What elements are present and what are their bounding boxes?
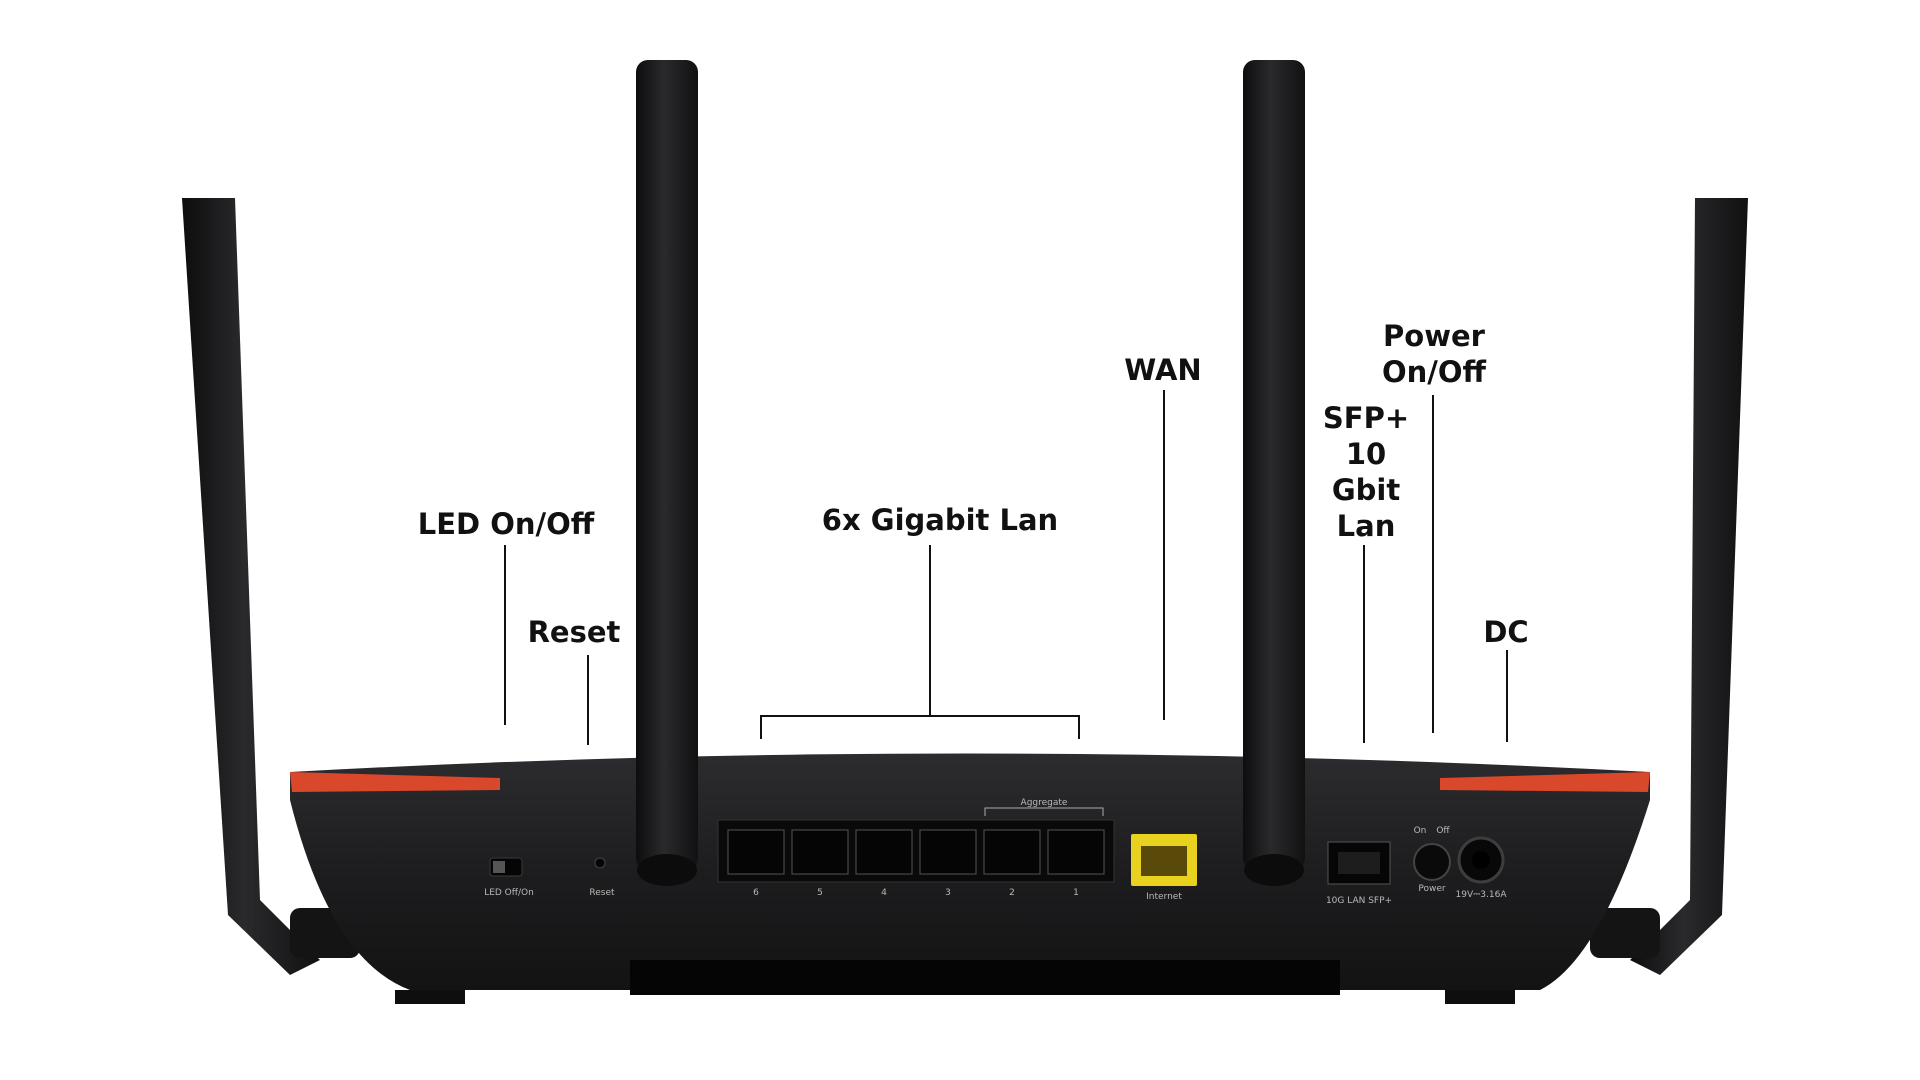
wan-leader-line <box>1163 390 1165 720</box>
dc-rating-label: 19V⎓3.16A <box>1455 890 1507 900</box>
sfp-callout-line4: Lan <box>1336 509 1396 543</box>
led-switch-label: LED Off/On <box>484 888 534 898</box>
reset-pinhole <box>594 857 606 869</box>
lan-ports <box>727 829 1105 875</box>
lan-port-block <box>717 807 1115 883</box>
wan-port <box>1131 834 1197 886</box>
sfp-callout: SFP+ 10 Gbit Lan <box>1323 400 1409 544</box>
power-leader-line <box>1432 395 1434 733</box>
reset-callout: Reset <box>527 615 621 649</box>
off-label: Off <box>1436 826 1450 836</box>
power-button <box>1413 843 1451 881</box>
aggregate-label: Aggregate <box>1020 798 1068 808</box>
sfp-callout-line3: Gbit <box>1331 473 1401 507</box>
sfp-port <box>1327 841 1391 885</box>
lan-leader-line <box>929 545 931 717</box>
led-switch <box>489 857 523 877</box>
power-callout: Power On/Off <box>1382 318 1486 390</box>
lan-bracket <box>760 715 1080 739</box>
dc-leader-line <box>1506 650 1508 742</box>
antenna-left-inner <box>636 60 698 886</box>
lan-port-4-label: 4 <box>881 888 887 898</box>
power-callout-line2: On/Off <box>1381 355 1487 389</box>
wan-callout: WAN <box>1124 353 1202 387</box>
lan-port-6-label: 6 <box>753 888 759 898</box>
reset-label: Reset <box>589 888 615 898</box>
lan-port-3-label: 3 <box>945 888 951 898</box>
dc-callout: DC <box>1483 615 1529 649</box>
sfp-callout-line2: 10 <box>1345 437 1387 471</box>
reset-leader-line <box>587 655 589 745</box>
power-callout-line1: Power <box>1383 319 1485 353</box>
on-label: On <box>1413 826 1427 836</box>
internet-port-label: Internet <box>1146 892 1182 902</box>
lan-port-2-label: 2 <box>1009 888 1015 898</box>
sfp-port-label: 10G LAN SFP+ <box>1325 896 1393 906</box>
led-callout: LED On/Off <box>417 507 595 541</box>
led-leader-line <box>504 545 506 725</box>
sfp-callout-line1: SFP+ <box>1322 401 1410 435</box>
antenna-right-inner <box>1243 60 1305 886</box>
lan-callout: 6x Gigabit Lan <box>821 503 1059 537</box>
sfp-leader-line <box>1363 545 1365 743</box>
lan-port-5-label: 5 <box>817 888 823 898</box>
lan-port-1-label: 1 <box>1073 888 1079 898</box>
antenna-right-outer <box>1590 198 1748 975</box>
power-label: Power <box>1418 884 1446 894</box>
